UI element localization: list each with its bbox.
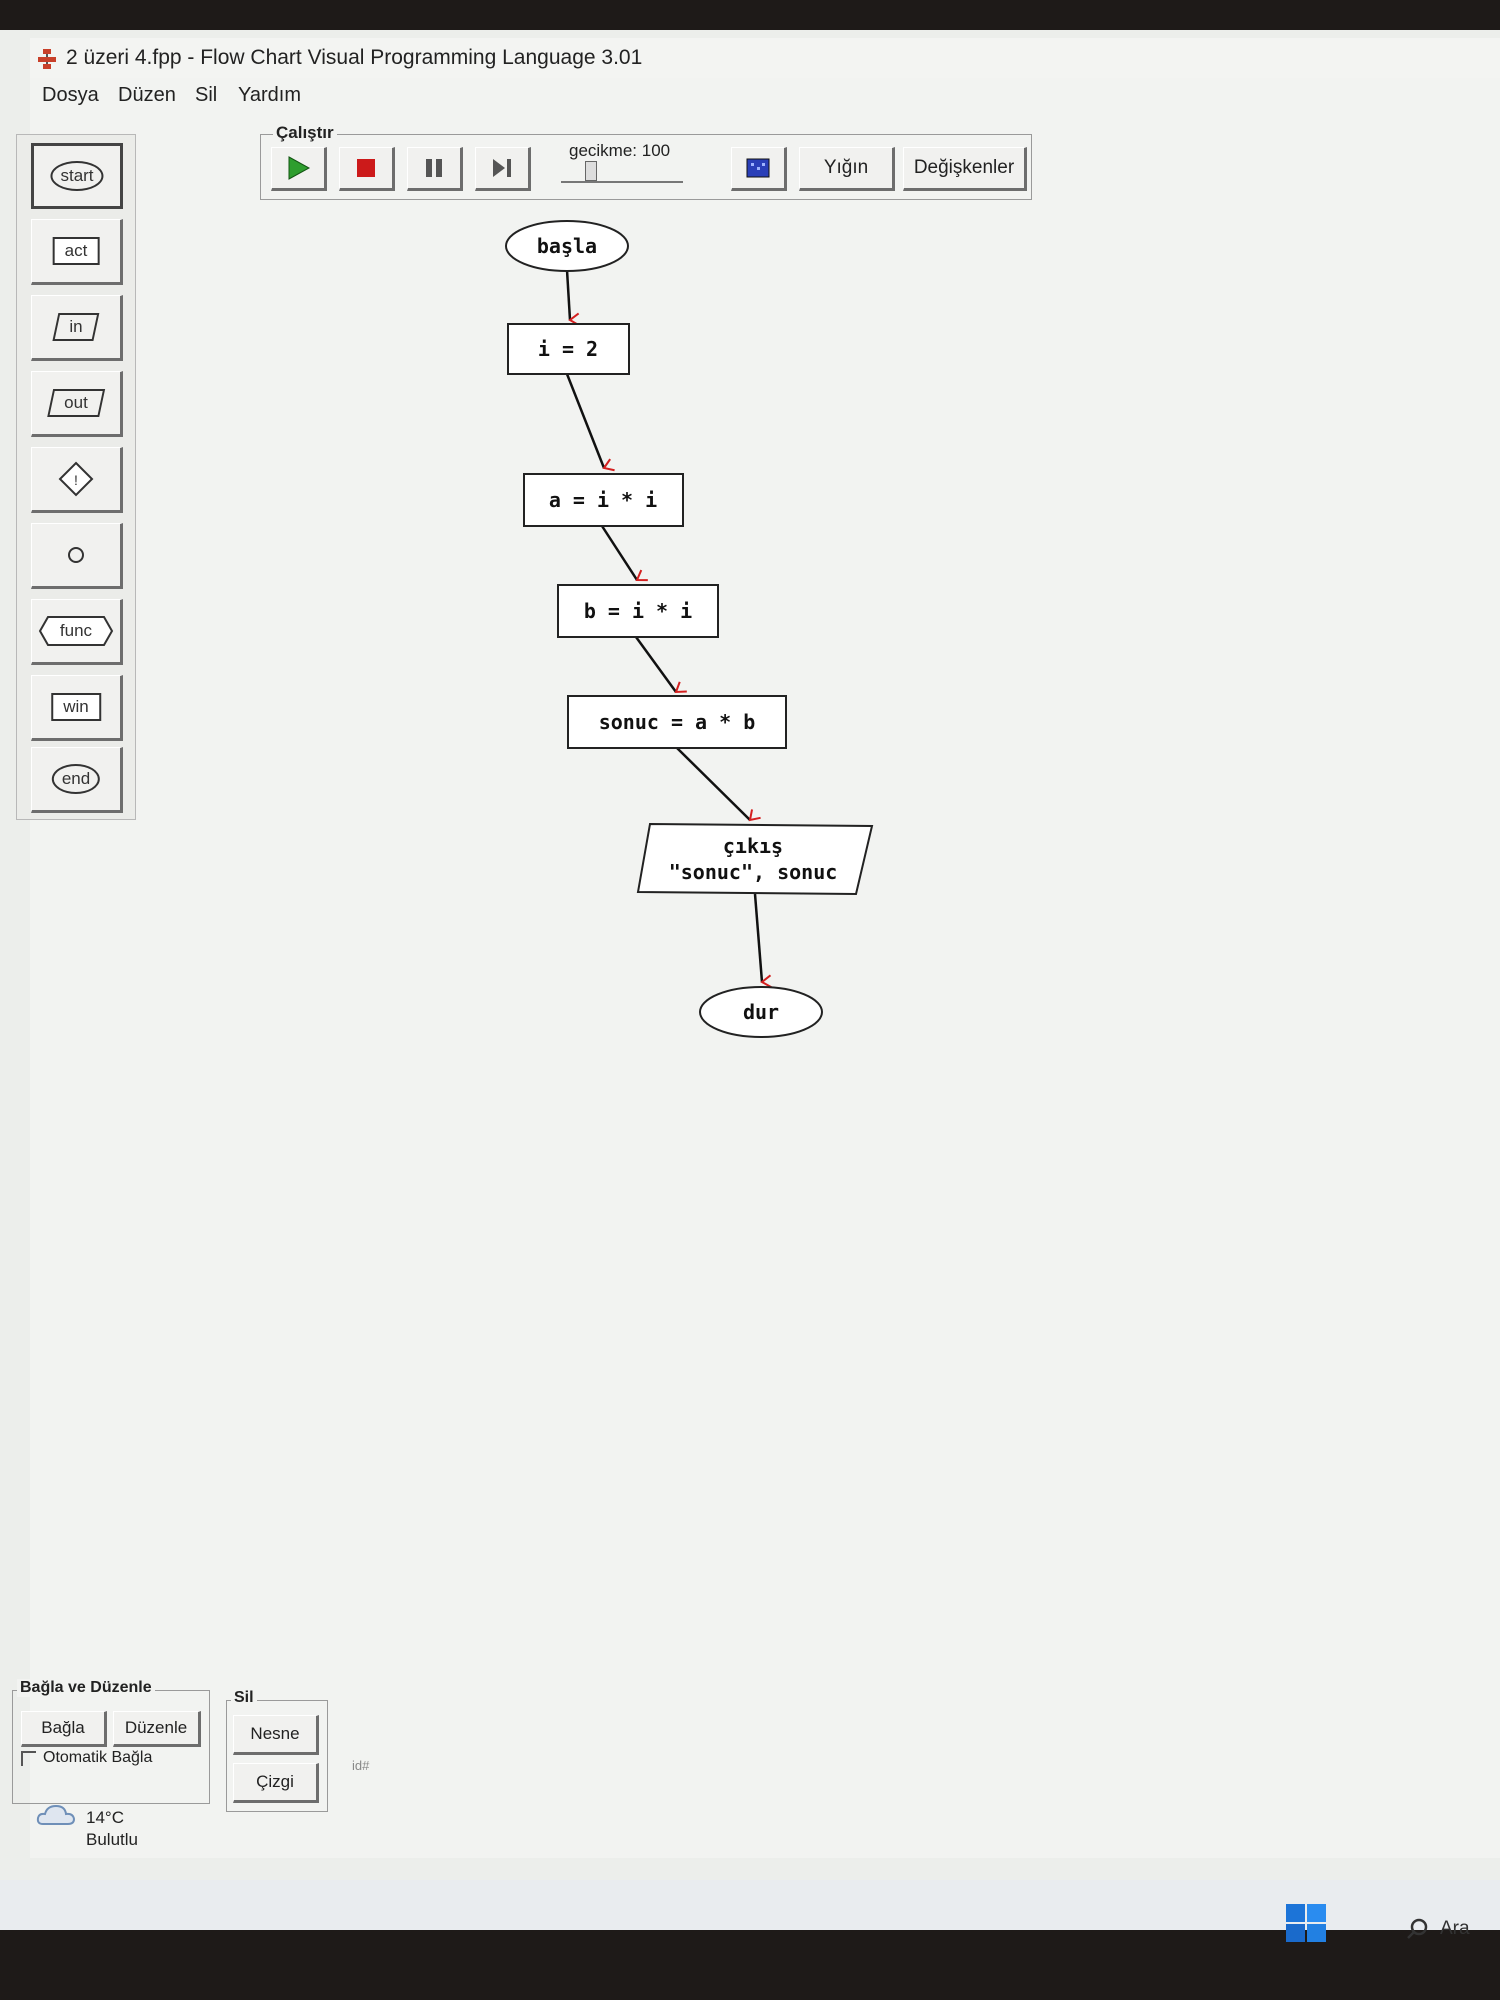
screen-icon bbox=[746, 158, 770, 178]
delay-slider-track[interactable] bbox=[561, 167, 683, 183]
stop-icon bbox=[357, 159, 375, 177]
palette-func-button[interactable]: func bbox=[31, 599, 123, 665]
palette-end-label: end bbox=[51, 764, 101, 794]
palette-win-button[interactable]: win bbox=[31, 675, 123, 741]
variables-button[interactable]: Değişkenler bbox=[903, 147, 1027, 191]
palette-connector-button[interactable] bbox=[31, 523, 123, 589]
delete-group: Sil Nesne Çizgi bbox=[226, 1689, 328, 1812]
desktop-screen: 2 üzeri 4.fpp - Flow Chart Visual Progra… bbox=[0, 30, 1500, 1910]
flowchart-app-icon bbox=[38, 49, 56, 69]
windows-start-icon[interactable] bbox=[1286, 1904, 1326, 1942]
flow-arrow-4 bbox=[634, 636, 687, 694]
stop-button[interactable] bbox=[339, 147, 395, 191]
output-node[interactable] bbox=[636, 822, 874, 896]
run-toolbar: Çalıştır gecikme: 100 Yığın Değişkenler bbox=[260, 123, 1032, 200]
delete-line-button[interactable]: Çizgi bbox=[233, 1763, 319, 1803]
search-icon[interactable] bbox=[1406, 1918, 1428, 1940]
palette-out-button[interactable]: out bbox=[31, 371, 123, 437]
step-forward-icon bbox=[493, 159, 511, 177]
end-node[interactable] bbox=[699, 986, 823, 1038]
connect-arrange-group: Bağla ve Düzenle Bağla Düzenle Otomatik … bbox=[12, 1679, 210, 1804]
flow-arrow-5 bbox=[676, 747, 761, 822]
connect-group-legend: Bağla ve Düzenle bbox=[17, 1679, 155, 1697]
palette-in-button[interactable]: in bbox=[31, 295, 123, 361]
connect-button[interactable]: Bağla bbox=[21, 1711, 107, 1747]
cloud-icon bbox=[36, 1804, 76, 1825]
pause-button[interactable] bbox=[407, 147, 463, 191]
assign-b-label: b = i * i bbox=[584, 599, 692, 623]
palette-start-label: start bbox=[50, 161, 104, 191]
menu-dosya[interactable]: Dosya bbox=[42, 84, 99, 106]
pause-icon bbox=[426, 159, 442, 177]
assign-sonuc-node[interactable] bbox=[567, 695, 787, 749]
palette-act-button[interactable]: act bbox=[31, 219, 123, 285]
play-icon bbox=[288, 156, 311, 180]
auto-connect-label: Otomatik Bağla bbox=[43, 1749, 153, 1766]
flow-arrow-1 bbox=[565, 269, 580, 327]
start-node[interactable] bbox=[505, 220, 629, 272]
arrange-button[interactable]: Düzenle bbox=[113, 1711, 201, 1747]
palette-end-button[interactable]: end bbox=[31, 747, 123, 813]
assign-sonuc-label: sonuc = a * b bbox=[599, 710, 756, 734]
symbol-palette: start act in out ! bbox=[16, 134, 136, 820]
delete-group-legend: Sil bbox=[231, 1689, 257, 1707]
run-button[interactable] bbox=[271, 147, 327, 191]
taskbar bbox=[0, 1880, 1500, 1930]
stack-button[interactable]: Yığın bbox=[799, 147, 895, 191]
svg-text:!: ! bbox=[74, 472, 78, 488]
assign-i-node[interactable] bbox=[507, 323, 630, 375]
palette-win-label: win bbox=[51, 693, 101, 721]
taskbar-search-label[interactable]: Ara bbox=[1440, 1918, 1470, 1939]
weather-temperature: 14°C bbox=[86, 1808, 124, 1827]
title-bar: 2 üzeri 4.fpp - Flow Chart Visual Progra… bbox=[30, 38, 1500, 78]
menu-sil[interactable]: Sil bbox=[195, 84, 218, 106]
output-line1-label: çıkış bbox=[723, 834, 783, 858]
app-window: 2 üzeri 4.fpp - Flow Chart Visual Progra… bbox=[12, 38, 1500, 1858]
screen-button[interactable] bbox=[731, 147, 787, 191]
flow-arrow-3 bbox=[600, 525, 648, 582]
run-group-legend: Çalıştır bbox=[273, 123, 337, 143]
start-node-label: başla bbox=[537, 234, 597, 258]
assign-a-node[interactable] bbox=[523, 473, 684, 527]
step-button[interactable] bbox=[475, 147, 531, 191]
window-title: 2 üzeri 4.fpp - Flow Chart Visual Progra… bbox=[66, 46, 643, 69]
palette-decision-button[interactable]: ! bbox=[31, 447, 123, 513]
delay-slider-thumb[interactable] bbox=[585, 161, 597, 181]
menu-duzen[interactable]: Düzen bbox=[118, 84, 176, 106]
circle-connector-icon bbox=[68, 547, 84, 563]
menu-yardim[interactable]: Yardım bbox=[238, 84, 301, 106]
auto-connect-checkbox[interactable] bbox=[21, 1751, 36, 1766]
assign-b-node[interactable] bbox=[557, 584, 719, 638]
flow-arrow-2 bbox=[565, 373, 615, 472]
decision-diamond-icon: ! bbox=[58, 461, 94, 497]
palette-start-button[interactable]: start bbox=[31, 143, 123, 209]
assign-a-label: a = i * i bbox=[549, 488, 657, 512]
assign-i-label: i = 2 bbox=[538, 337, 598, 361]
end-node-label: dur bbox=[743, 1000, 779, 1024]
palette-act-label: act bbox=[52, 237, 100, 265]
menu-bar: Dosya Düzen Sil Yardım bbox=[30, 80, 1500, 110]
output-line2-label: "sonuc", sonuc bbox=[669, 860, 838, 884]
delay-label: gecikme: 100 bbox=[569, 141, 671, 160]
flow-arrow-6 bbox=[753, 893, 772, 989]
palette-func-label: func bbox=[59, 621, 93, 640]
delete-object-button[interactable]: Nesne bbox=[233, 1715, 319, 1755]
id-label: id# bbox=[352, 1758, 370, 1773]
flowchart-canvas[interactable]: başla i = 2 a = i * i b = i * i sonuc = … bbox=[0, 30, 1500, 1910]
weather-description: Bulutlu bbox=[86, 1830, 138, 1849]
func-hexagon-icon bbox=[38, 616, 114, 646]
